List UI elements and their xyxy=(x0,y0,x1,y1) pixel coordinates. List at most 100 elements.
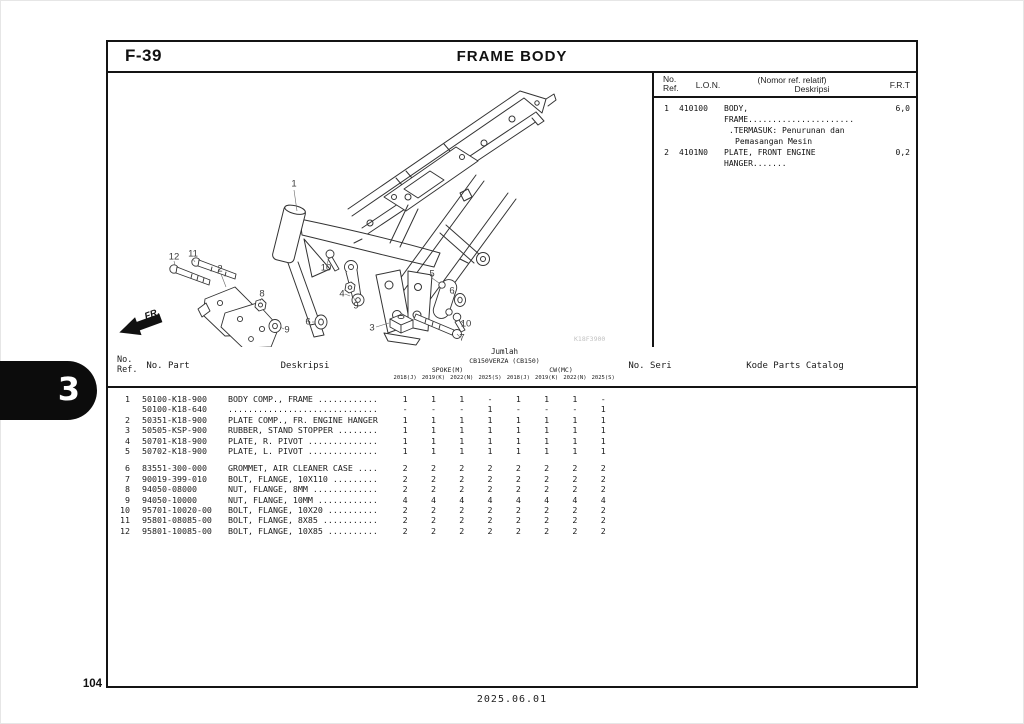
callout-10: 10 xyxy=(320,262,332,274)
part-number: 95701-10020-00 xyxy=(142,505,212,516)
frt-value: 6,0 xyxy=(895,104,910,113)
qty-4: 1 xyxy=(515,425,521,436)
year-label-5: 2019(K) xyxy=(535,375,559,381)
section-tab-number: 3 xyxy=(57,370,80,408)
description: PLATE COMP., FR. ENGINE HANGER xyxy=(228,414,378,425)
callout-8: 8 xyxy=(259,288,265,300)
qty-5: 1 xyxy=(544,414,550,425)
callout-10: 10 xyxy=(460,318,472,330)
description: GROMMET, AIR CLEANER CASE .... xyxy=(228,463,378,474)
part-number: 94050-10000 xyxy=(142,494,197,505)
qty-6: 2 xyxy=(572,463,578,474)
qty-6: 1 xyxy=(572,435,578,446)
qty-0: 2 xyxy=(402,473,408,484)
qty-3: 4 xyxy=(487,494,493,505)
qty-2: 2 xyxy=(459,505,465,516)
ref-no: 10 xyxy=(120,505,130,516)
year-label-0: 2018(J) xyxy=(393,375,417,381)
col-no-part: No. Part xyxy=(146,361,190,371)
parts-row: 2 50351-K18-900 PLATE COMP., FR. ENGINE HA… xyxy=(108,415,916,425)
qty-3: 2 xyxy=(487,473,493,484)
ref-no: 2 xyxy=(125,414,130,425)
parts-table-header: No. Ref. No. Part Deskripsi Jumlah CB150… xyxy=(108,347,916,388)
qty-3: 1 xyxy=(487,404,493,415)
ref-no: 1 xyxy=(664,104,669,113)
no-seri xyxy=(617,526,916,536)
qty-3: 1 xyxy=(487,435,493,446)
qty-2: 1 xyxy=(459,414,465,425)
part-number: 90019-399-010 xyxy=(142,473,207,484)
year-label-4: 2018(J) xyxy=(506,375,530,381)
description: BODY COMP., FRAME ............ xyxy=(228,394,378,404)
callout-2: 2 xyxy=(217,263,223,275)
ref-no xyxy=(654,136,679,147)
col-lon: L.O.N. xyxy=(695,80,721,90)
qty-5: 1 xyxy=(544,425,550,436)
qty-3: - xyxy=(487,394,493,404)
part-number: 50351-K18-900 xyxy=(142,414,207,425)
qty-7: 2 xyxy=(600,484,606,495)
qty-1: 2 xyxy=(430,505,436,516)
qty-4: 4 xyxy=(515,494,521,505)
col-frt: F.R.T xyxy=(889,80,910,90)
callout-3: 3 xyxy=(369,322,375,334)
qty-6: 1 xyxy=(572,425,578,436)
col-no-ref: No. Ref. xyxy=(117,355,138,375)
lon-number: 4101N0 xyxy=(679,148,708,157)
description: BOLT, FLANGE, 10X85 .......... xyxy=(228,525,378,536)
col-deskripsi: Deskripsi xyxy=(280,361,330,371)
part-number: 94050-08000 xyxy=(142,484,197,495)
qty-0: - xyxy=(402,404,408,415)
qty-7: 4 xyxy=(600,494,606,505)
qty-4: 2 xyxy=(515,515,521,526)
qty-6: - xyxy=(572,404,578,415)
qty-1: 1 xyxy=(430,394,436,404)
no-seri xyxy=(617,505,916,515)
description: BOLT, FLANGE, 10X110 ......... xyxy=(228,473,378,484)
drawing-number-watermark: K18F3900 xyxy=(574,335,605,343)
page-title: FRAME BODY xyxy=(456,48,568,65)
qty-7: 2 xyxy=(600,473,606,484)
section-code: F-39 xyxy=(125,46,162,65)
col-jumlah: Jumlah xyxy=(490,347,519,356)
qty-7: 2 xyxy=(600,515,606,526)
lon-number xyxy=(679,125,724,136)
no-seri xyxy=(617,436,916,446)
qty-0: 1 xyxy=(402,425,408,436)
qty-6: 4 xyxy=(572,494,578,505)
qty-5: 2 xyxy=(544,463,550,474)
ref-no: 11 xyxy=(120,515,130,526)
col-year-labels: 2018(J)2019(K)2022(N)2025(S)2018(J)2019(… xyxy=(391,375,618,381)
qty-4: 2 xyxy=(515,484,521,495)
qty-2: 2 xyxy=(459,525,465,536)
year-label-3: 2025(S) xyxy=(478,375,502,381)
qty-7: 2 xyxy=(600,463,606,474)
frt-value: 0,2 xyxy=(895,148,910,157)
ref-no: 7 xyxy=(125,473,130,484)
ref-no: 4 xyxy=(125,435,130,446)
col-no-seri: No. Seri xyxy=(628,361,672,371)
year-label-2: 2022(N) xyxy=(450,375,474,381)
qty-0: 1 xyxy=(402,446,408,457)
qty-4: 2 xyxy=(515,473,521,484)
ref-no: 12 xyxy=(120,525,130,536)
part-number: 50505-KSP-900 xyxy=(142,425,207,436)
no-seri xyxy=(617,415,916,425)
description: RUBBER, STAND STOPPER ........ xyxy=(228,425,378,436)
qty-2: 2 xyxy=(459,463,465,474)
description: NUT, FLANGE, 8MM ............. xyxy=(228,484,378,495)
qty-4: 2 xyxy=(515,525,521,536)
part-number: 50701-K18-900 xyxy=(142,435,207,446)
qty-4: 1 xyxy=(515,394,521,404)
callout-6: 6 xyxy=(449,285,455,297)
qty-2: 4 xyxy=(459,494,465,505)
qty-1: 1 xyxy=(430,446,436,457)
col-kode-parts-catalog: Kode Parts Catalog xyxy=(746,361,844,371)
qty-3: 1 xyxy=(487,425,493,436)
